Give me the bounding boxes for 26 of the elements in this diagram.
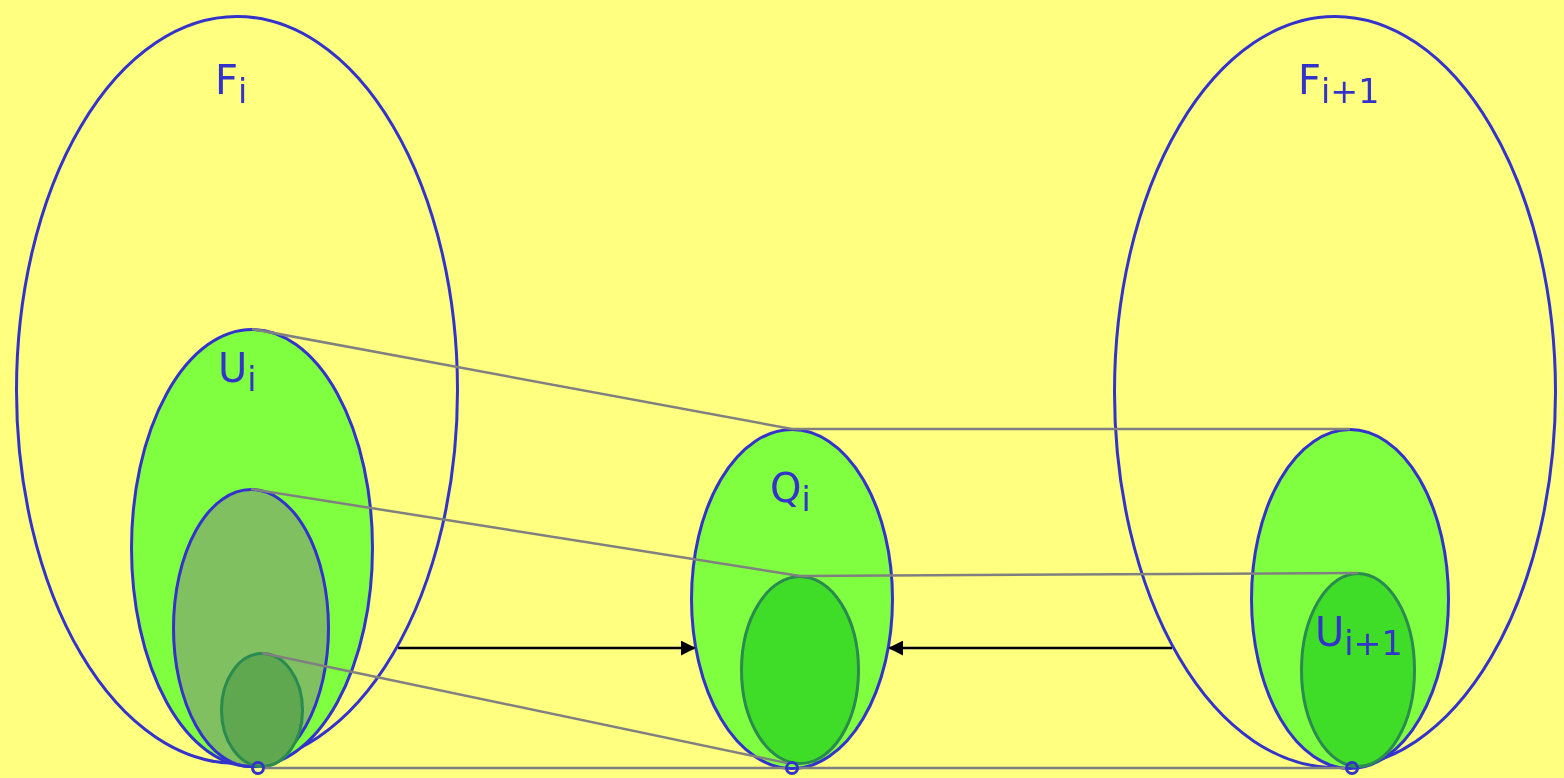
connector-line	[265, 766, 785, 770]
oval-region	[690, 428, 894, 770]
connector-line	[261, 651, 788, 765]
oval-region	[15, 15, 459, 765]
oval-region	[220, 652, 304, 768]
set-label: U$_{i}$	[218, 348, 257, 397]
oval-region	[740, 575, 860, 765]
connector-line	[250, 487, 801, 578]
connector-line	[799, 766, 1345, 770]
connector-line	[800, 571, 1358, 578]
oval-region	[1300, 572, 1416, 768]
oval-region	[172, 488, 330, 768]
oval-region	[1250, 428, 1450, 770]
connector-line	[792, 427, 1350, 431]
arrow	[888, 640, 1173, 656]
set-label: F$_{i}$	[215, 60, 248, 109]
connector-line	[251, 327, 793, 431]
endpoint-circle	[785, 761, 799, 775]
endpoint-circle	[1345, 761, 1359, 775]
set-label: Q$_{i}$	[770, 468, 811, 517]
set-label: F$_{i+1}$	[1298, 60, 1380, 109]
oval-region	[1113, 15, 1557, 769]
endpoint-circle	[251, 761, 265, 775]
oval-region	[130, 328, 374, 768]
arrow	[398, 640, 696, 656]
set-label: U$_{i+1}$	[1315, 612, 1403, 661]
